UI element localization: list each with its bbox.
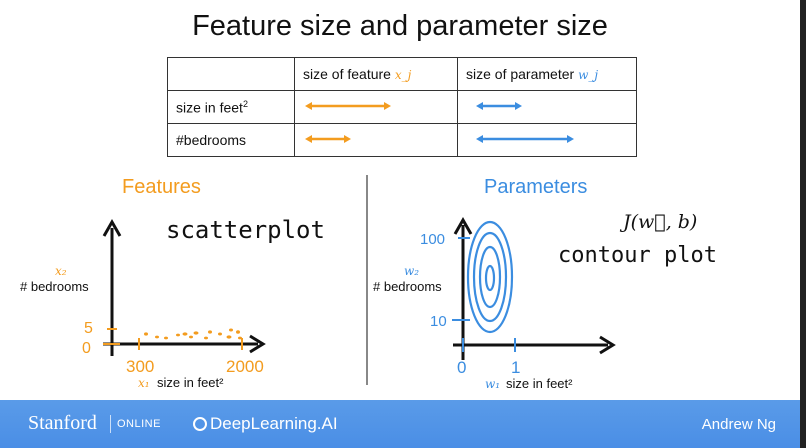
x-tick-2000: 2000 (226, 357, 264, 376)
y-axis-label: # bedrooms (373, 279, 442, 294)
online-label: ONLINE (117, 418, 161, 430)
stanford-logo: Stanford (28, 412, 97, 434)
features-heading: Features (122, 176, 201, 198)
y-axis-label: # bedrooms (20, 279, 89, 294)
header-feature-size: size of feature x_j (294, 57, 458, 91)
contour-plot-annotation: contour plot (558, 243, 717, 268)
deeplearning-text: DeepLearning.AI (210, 414, 338, 433)
y-tick-0: 0 (82, 340, 91, 357)
footer-bar: Stanford ONLINE DeepLearning.AI Andrew N… (0, 400, 800, 448)
row-label-text: size in feet (176, 99, 243, 116)
long-blue-arrow-icon (476, 135, 574, 143)
y-tick-5: 5 (84, 320, 93, 337)
size-comparison-table: size of feature x_j size of parameter w_… (167, 57, 637, 157)
plots-area: Features scatterplot x₂ # bedrooms 5 0 3… (20, 176, 717, 391)
x-arrowhead-icon (249, 334, 266, 354)
table-row: size in feet2 (167, 90, 637, 124)
x-tick-0: 0 (457, 358, 466, 377)
feature-arrow-cell (294, 123, 458, 157)
header-param-size: size of parameter w_j (457, 57, 637, 91)
param-var: w_j (578, 68, 599, 82)
param-arrow-cell (457, 90, 637, 124)
y-variable: w₂ (404, 264, 419, 278)
x-variable: w₁ (485, 377, 500, 391)
y-arrowhead-icon (102, 218, 122, 237)
y-variable: x₂ (55, 264, 67, 278)
superscript: 2 (242, 98, 248, 109)
logo-separator (110, 415, 111, 433)
x-tick-300: 300 (126, 357, 154, 376)
long-orange-arrow-icon (305, 102, 391, 110)
x-axis-label: size in feet² (506, 376, 573, 391)
contour-ellipses (466, 220, 514, 334)
param-arrow-cell (457, 123, 637, 157)
y-tick-10: 10 (430, 313, 447, 330)
feature-arrow-cell (294, 90, 458, 124)
x-axis-label: size in feet² (157, 375, 224, 390)
feature-var: x_j (394, 68, 412, 82)
cost-function: J(w⃗, b) (619, 211, 697, 233)
x-tick-1: 1 (511, 358, 520, 377)
y-arrowhead-icon (453, 216, 473, 235)
scatter-points (144, 328, 242, 340)
short-orange-arrow-icon (305, 135, 351, 143)
author-name: Andrew Ng (701, 416, 776, 433)
row-label: #bedrooms (167, 123, 295, 157)
slide-title: Feature size and parameter size (192, 10, 608, 42)
deeplearning-logo: DeepLearning.AI (193, 414, 338, 434)
window-edge (800, 0, 806, 448)
row-label: size in feet2 (167, 90, 295, 124)
y-tick-100: 100 (420, 231, 445, 248)
table-row: #bedrooms (167, 123, 637, 157)
parameters-heading: Parameters (484, 176, 587, 198)
table-header-row: size of feature x_j size of parameter w_… (167, 57, 637, 91)
deeplearning-icon (193, 417, 207, 431)
x-arrowhead-icon (599, 335, 616, 355)
x-variable: x₁ (138, 376, 150, 390)
header-label: size of feature (303, 66, 391, 82)
section-divider (366, 175, 368, 385)
header-label: size of parameter (466, 66, 575, 82)
short-blue-arrow-icon (476, 102, 522, 110)
header-cell-empty (167, 57, 295, 91)
scatterplot-annotation: scatterplot (166, 216, 325, 244)
